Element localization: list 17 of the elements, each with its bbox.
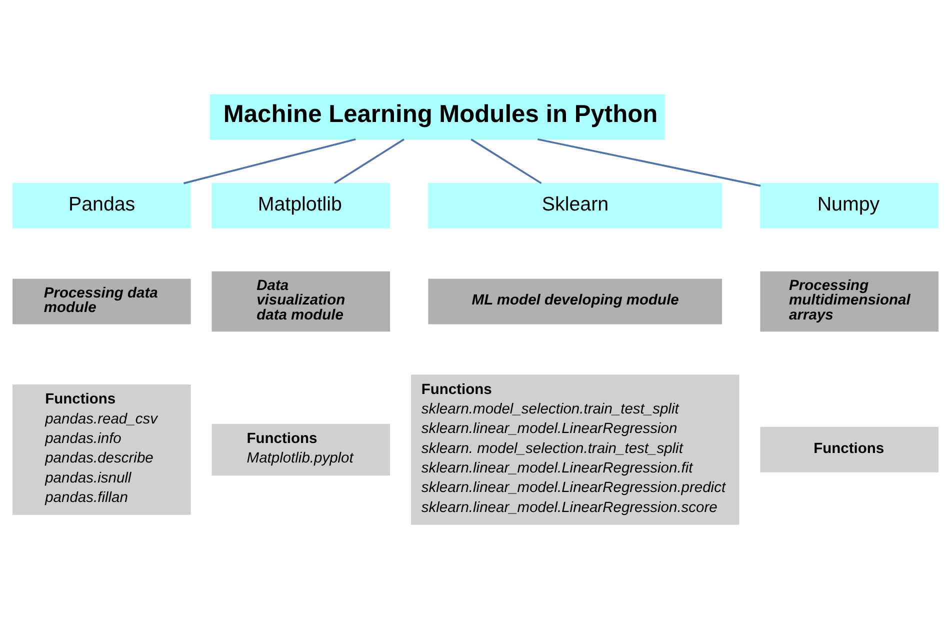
node-box: Data visualization data module [212,271,390,332]
node-box: Functions [760,426,938,472]
connector [537,138,761,187]
node-box: Matplotlib [212,182,390,228]
node-box: Pandas [12,182,191,228]
node-box: Functions Matplotlib.pyplot [212,424,390,476]
connector [184,138,356,184]
node-box: Processing multidimensional arrays [760,271,938,332]
connector [470,138,542,184]
node-box: Functions pandas.read_csv pandas.info pandas.describe pandas.isnull pandas.fillan [12,384,191,515]
node-box: ML model developing module [428,278,722,324]
node-box: Processing data module [12,278,191,324]
node-box: Sklearn [428,182,722,228]
node-box: Machine Learning Modules in Python [210,94,665,140]
node-box: Numpy [760,182,938,228]
connector [334,138,404,184]
node-box: Functions sklearn.model_selection.train_test_split sklearn.linear_model.LinearRegression sklearn. model_selection.train_test_split sklearn.linear_model.LinearRegression.fit sklearn.linear_model.LinearRegression.predict sklearn.linear_model.LinearRegression.score [410,374,740,525]
